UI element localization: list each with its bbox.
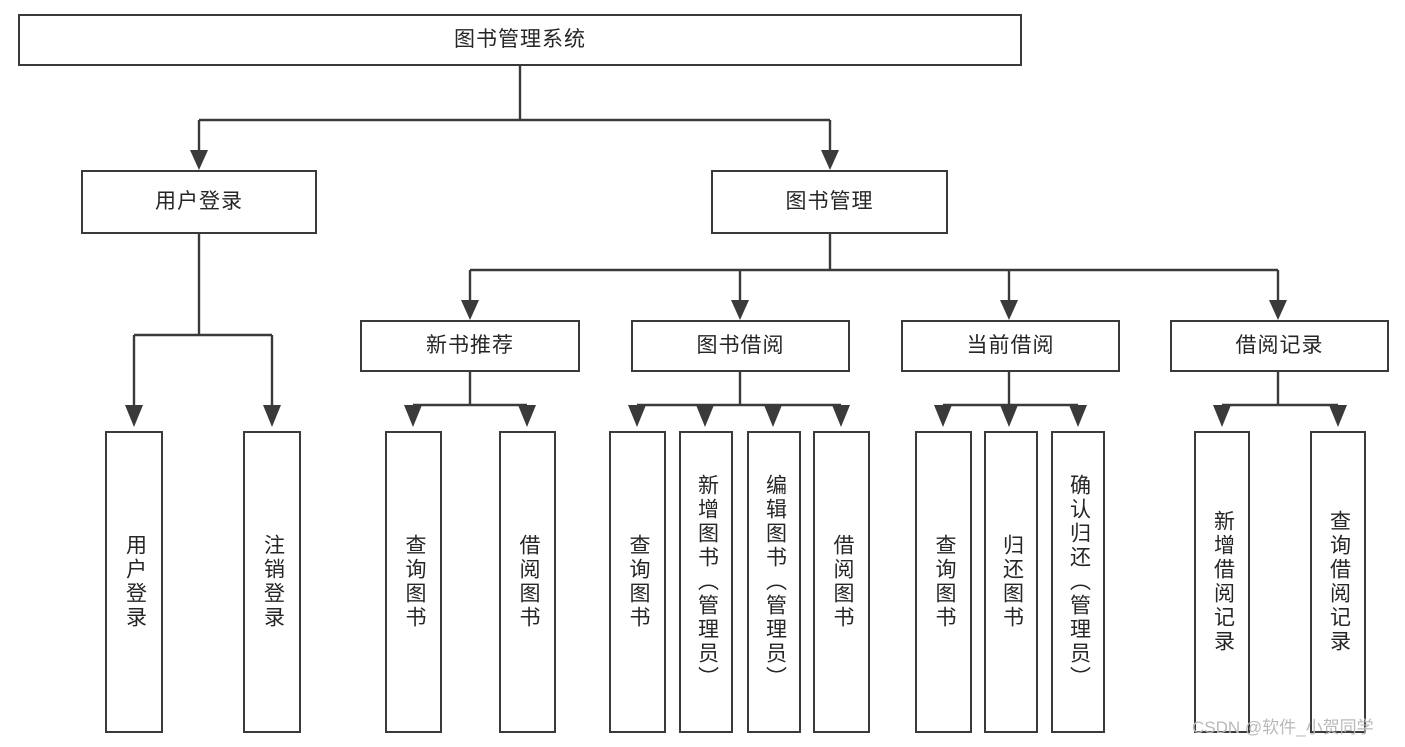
node-leaf-query-book-1[interactable]: 查询图书 [385,431,442,733]
node-leaf-return-book[interactable]: 归还图书 [984,431,1038,733]
node-root-label: 图书管理系统 [454,28,586,52]
node-leaf-return-book-label: 归还图书 [1000,534,1024,630]
node-leaf-query-record-label: 查询借阅记录 [1327,510,1351,654]
node-borrow-record[interactable]: 借阅记录 [1170,320,1389,372]
arrow-leaf-query-book-1 [404,405,422,427]
node-book-management[interactable]: 图书管理 [711,170,948,234]
node-book-borrow[interactable]: 图书借阅 [631,320,850,372]
node-leaf-borrow-book-2[interactable]: 借阅图书 [813,431,870,733]
node-leaf-borrow-book-1-label: 借阅图书 [516,534,540,630]
node-leaf-user-login[interactable]: 用户登录 [105,431,163,733]
arrow-book-management [821,150,839,170]
node-leaf-query-book-3[interactable]: 查询图书 [915,431,972,733]
node-leaf-edit-book[interactable]: 编辑图书（管理员） [747,431,801,733]
node-leaf-confirm-return[interactable]: 确认归还（管理员） [1051,431,1105,733]
arrow-leaf-borrow-book-2 [832,405,850,427]
node-leaf-edit-book-label: 编辑图书（管理员） [763,474,787,690]
node-leaf-add-book-label: 新增图书（管理员） [695,474,719,690]
arrow-leaf-query-book-2 [628,405,646,427]
node-book-management-label: 图书管理 [785,190,874,214]
node-new-book-recommend-label: 新书推荐 [426,334,514,358]
node-user-login[interactable]: 用户登录 [81,170,317,234]
node-root[interactable]: 图书管理系统 [18,14,1022,66]
arrow-user-login [190,150,208,170]
node-leaf-add-book[interactable]: 新增图书（管理员） [679,431,733,733]
node-leaf-add-record-label: 新增借阅记录 [1211,510,1235,654]
watermark-text: CSDN @软件_小贺同学 [1192,718,1374,737]
node-current-borrow[interactable]: 当前借阅 [901,320,1120,372]
arrow-current-borrow [1000,300,1018,320]
node-book-borrow-label: 图书借阅 [696,334,785,358]
node-borrow-record-label: 借阅记录 [1235,334,1324,358]
arrow-leaf-add-record [1213,405,1231,427]
node-leaf-query-book-1-label: 查询图书 [402,534,426,630]
arrow-leaf-edit-book [764,405,782,427]
arrow-leaf-user-login [125,405,143,427]
arrow-leaf-return-book [1000,405,1018,427]
arrow-leaf-borrow-book-1 [518,405,536,427]
arrow-leaf-user-logout [263,405,281,427]
node-leaf-query-book-2-label: 查询图书 [626,534,650,630]
arrow-leaf-confirm-return [1069,405,1087,427]
node-leaf-user-login-label: 用户登录 [123,534,147,630]
node-user-login-label: 用户登录 [155,190,243,214]
node-leaf-borrow-book-1[interactable]: 借阅图书 [499,431,556,733]
node-leaf-confirm-return-label: 确认归还（管理员） [1067,474,1091,690]
arrow-new-book-recommend [461,300,479,320]
node-leaf-query-record[interactable]: 查询借阅记录 [1310,431,1366,733]
arrow-book-borrow [731,300,749,320]
node-leaf-user-logout-label: 注销登录 [261,534,285,630]
node-leaf-query-book-2[interactable]: 查询图书 [609,431,666,733]
node-leaf-query-book-3-label: 查询图书 [932,534,956,630]
arrow-borrow-record [1269,300,1287,320]
arrow-leaf-query-book-3 [934,405,952,427]
node-leaf-borrow-book-2-label: 借阅图书 [830,534,854,630]
node-new-book-recommend[interactable]: 新书推荐 [360,320,580,372]
arrow-leaf-add-book [696,405,714,427]
node-leaf-add-record[interactable]: 新增借阅记录 [1194,431,1250,733]
node-current-borrow-label: 当前借阅 [966,334,1055,358]
node-leaf-user-logout[interactable]: 注销登录 [243,431,301,733]
arrow-leaf-query-record [1329,405,1347,427]
